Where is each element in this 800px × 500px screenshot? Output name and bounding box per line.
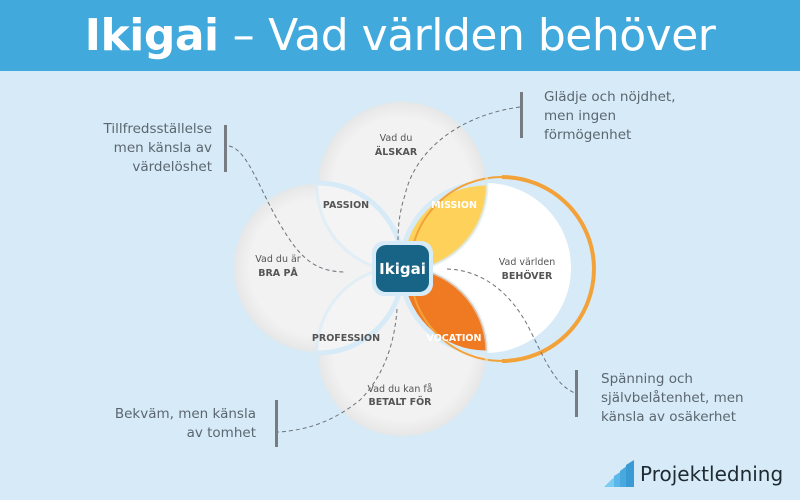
title-rest: Vad världen behöver (268, 10, 716, 61)
loves-line1: Vad du (380, 133, 413, 144)
world-needs-line2: BEHÖVER (502, 271, 553, 282)
logo-icon (604, 460, 634, 487)
paid-for-line2: BETALT FÖR (369, 397, 433, 408)
center-label: Ikigai (379, 260, 426, 278)
brand-logo: Projektledning (636, 463, 783, 485)
ikigai-center: Ikigai (372, 241, 433, 296)
paid-for-line1: Vad du kan få (367, 384, 432, 395)
note-top-right: Glädje och nöjdhet, men ingen förmögenhe… (544, 89, 676, 143)
note-bar-top-right (520, 92, 523, 138)
logo-text: Projektledning (640, 462, 784, 486)
note-bar-bottom-right (575, 370, 578, 417)
mission-label: MISSION (431, 200, 477, 211)
good-at-line2: BRA PÅ (258, 268, 298, 279)
title-bold: Ikigai (84, 10, 219, 61)
title-dash: – (232, 10, 255, 61)
passion-label: PASSION (323, 200, 369, 211)
loves-line2: ÄLSKAR (375, 147, 418, 158)
good-at-line1: Vad du är (255, 254, 301, 265)
note-bottom-right: Spänning och självbelåtenhet, men känsla… (601, 371, 744, 425)
note-bar-top-left (224, 125, 227, 172)
note-top-left: Tillfredsställelse men känsla av värdelö… (103, 121, 213, 175)
note-bar-bottom-left (275, 400, 278, 447)
vocation-label: VOCATION (427, 333, 482, 344)
note-bottom-left: Bekväm, men känsla av tomhet (114, 406, 256, 441)
leader-lines (228, 106, 576, 433)
profession-label: PROFESSION (312, 333, 380, 344)
header-banner: Ikigai – Vad världen behöver (0, 0, 800, 71)
world-needs-line1: Vad världen (499, 257, 556, 268)
